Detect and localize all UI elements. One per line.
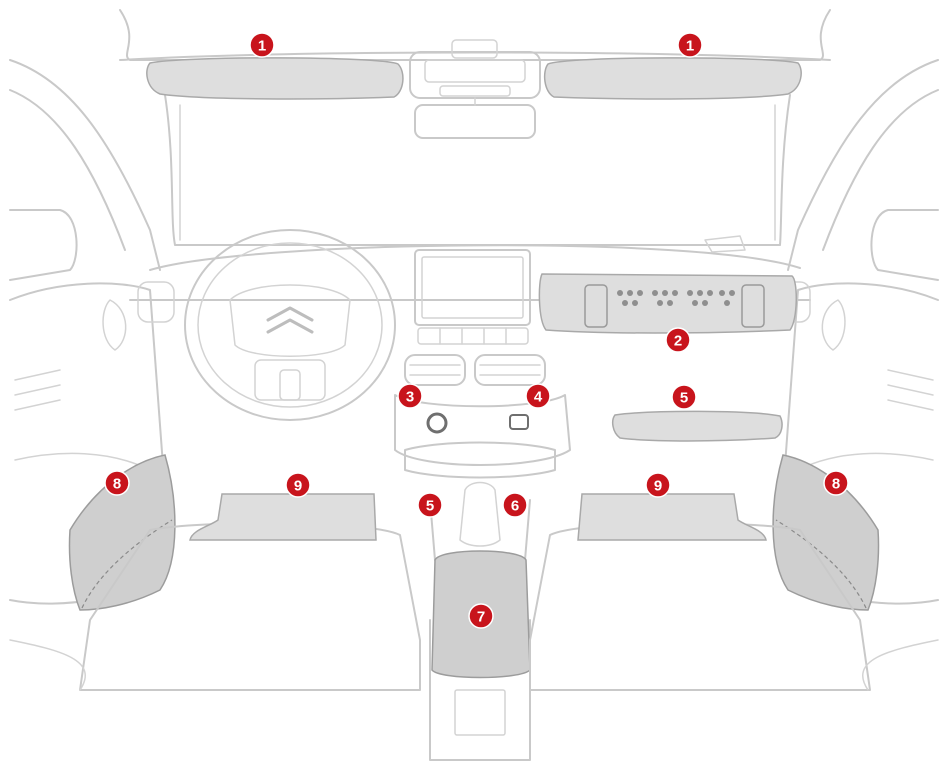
marker-label: 3 <box>406 389 414 406</box>
marker-sun-visor-right: 1 <box>677 32 703 58</box>
marker-label: 8 <box>832 476 840 493</box>
marker-12v-socket: 4 <box>525 383 551 409</box>
glovebox-details <box>584 284 765 328</box>
marker-armrest-storage: 7 <box>468 603 494 629</box>
marker-label: 5 <box>680 390 688 407</box>
marker-console-storage: 5 <box>417 492 443 518</box>
marker-label: 1 <box>686 38 694 55</box>
floor-mat-right-zone <box>577 493 767 541</box>
marker-label: 1 <box>258 38 266 55</box>
marker-label: 9 <box>294 478 302 495</box>
door-pocket-left-hidden-edge <box>81 519 173 609</box>
door-pocket-left-zone <box>68 454 176 611</box>
marker-label: 2 <box>674 333 682 350</box>
marker-label: 8 <box>113 476 121 493</box>
marker-floor-mat-left: 9 <box>285 472 311 498</box>
overhead-console <box>409 39 541 99</box>
marker-label: 6 <box>511 498 519 515</box>
marker-usb-socket: 3 <box>397 383 423 409</box>
marker-door-pocket-right: 8 <box>823 470 849 496</box>
marker-sun-visor-left: 1 <box>249 32 275 58</box>
dashboard-storage-zone <box>611 410 783 442</box>
marker-glovebox: 2 <box>665 327 691 353</box>
centre-controls <box>394 394 571 466</box>
windscreen-outline <box>164 94 791 246</box>
centre-vents <box>404 354 546 386</box>
sun-visor-left-zone <box>146 57 404 100</box>
touch-screen <box>414 249 531 345</box>
rear-view-mirror <box>414 97 536 139</box>
door-pocket-right-zone <box>772 454 880 611</box>
callout-markers: 1 1 2 3 4 5 5 6 7 8 8 9 9 <box>104 32 849 629</box>
marker-label: 9 <box>654 478 662 495</box>
marker-label: 7 <box>477 609 485 626</box>
marker-cup-holders: 6 <box>502 492 528 518</box>
sun-visor-right-zone <box>543 57 802 100</box>
floor-mat-left-zone <box>189 493 377 541</box>
steering-wheel <box>184 229 396 421</box>
marker-label: 5 <box>426 498 434 515</box>
marker-door-pocket-left: 8 <box>104 470 130 496</box>
marker-floor-mat-right: 9 <box>645 472 671 498</box>
marker-label: 4 <box>534 389 543 406</box>
marker-dashboard-storage: 5 <box>671 384 697 410</box>
